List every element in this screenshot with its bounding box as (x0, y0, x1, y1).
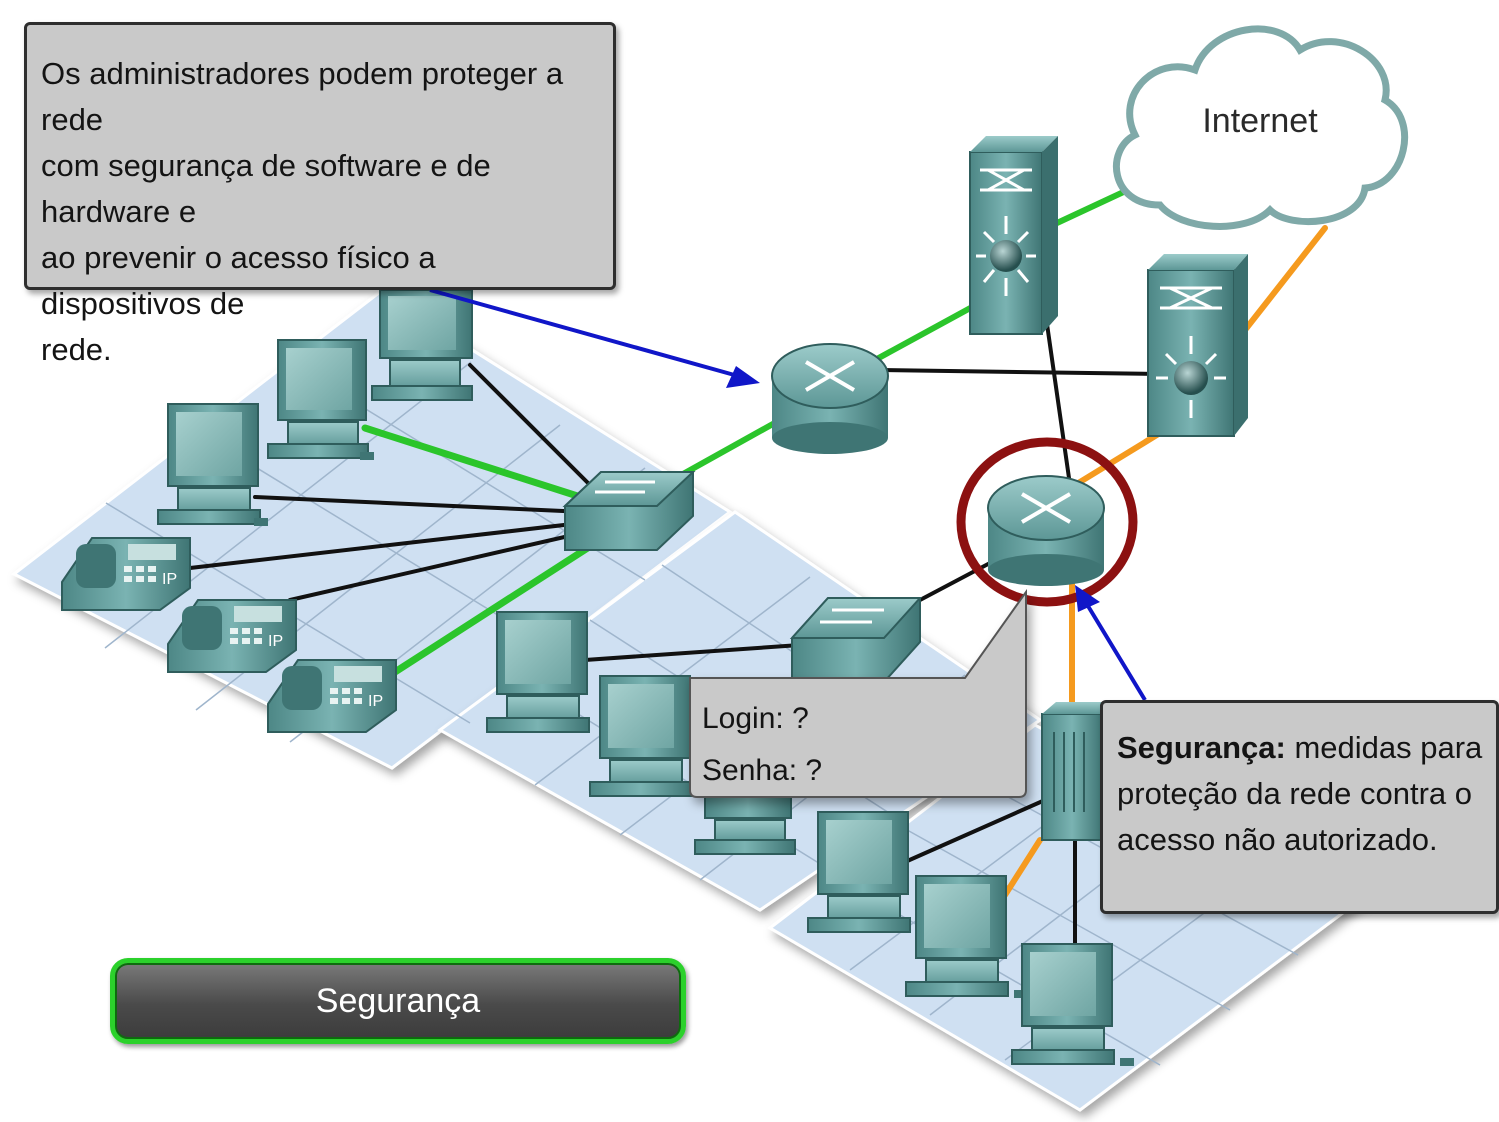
pc-icon (807, 811, 911, 933)
pc-icon (267, 339, 374, 460)
pc-icon (157, 403, 268, 526)
ip-phone-icon: IP (267, 659, 397, 733)
link-phone2 (288, 528, 597, 602)
svg-text:IP: IP (162, 571, 177, 588)
pc-icon (371, 289, 473, 401)
link-firewall-pc (903, 798, 1047, 864)
link-router-mls2 (878, 368, 1162, 376)
link-mls-router-orange (1072, 427, 1168, 488)
pc-icon (1011, 943, 1134, 1066)
security-button[interactable]: Segurança (110, 958, 686, 1044)
security-definition-callout: Segurança: medidas para proteção da rede… (1100, 700, 1499, 914)
link-switch2-pc (583, 643, 802, 662)
link-phone1 (188, 520, 592, 570)
link-mls-router2 (1043, 308, 1072, 487)
pc-icon (486, 611, 590, 733)
svg-text:IP: IP (268, 633, 283, 650)
link-router-mls-green (872, 297, 988, 363)
password-label: Senha: ? (702, 754, 823, 787)
switch-icon (789, 597, 923, 683)
login-speech-bubble (689, 588, 1027, 798)
pc-icon (905, 875, 1028, 998)
link-pc3 (253, 495, 587, 514)
callout-line: acesso não autorizado. (1117, 822, 1438, 857)
cloud-icon (1112, 25, 1409, 230)
arrow-to-router (429, 288, 760, 388)
router-icon (771, 343, 889, 454)
callout-line: ao prevenir o acesso físico a dispositiv… (41, 240, 436, 321)
security-term: Segurança: (1117, 730, 1286, 765)
highlight-ring (956, 437, 1138, 607)
callout-line: rede. (41, 332, 112, 367)
multilayer-switch-icon (1147, 254, 1248, 437)
admin-info-callout: Os administradores podem proteger a rede… (24, 22, 616, 367)
internet-label: Internet (1202, 102, 1318, 140)
login-label: Login: ? (702, 702, 809, 735)
link-pc-switch-green (361, 424, 594, 504)
svg-text:IP: IP (368, 693, 383, 710)
login-prompt: Login: ? Senha: ? (702, 693, 822, 797)
callout-line: com segurança de software e de hardware … (41, 148, 491, 229)
arrow-to-highlighted-router (1075, 585, 1147, 702)
network-links (188, 179, 1328, 947)
router-icon (987, 475, 1105, 586)
link-pc1 (468, 363, 597, 492)
ip-phone-icon: IP (61, 537, 191, 611)
callout-line: Segurança: medidas para (1117, 725, 1486, 771)
callout-line: Os administradores podem proteger a rede (41, 56, 564, 137)
link-firewall-pc-orange (1002, 837, 1043, 898)
link-phone-switch-green (391, 536, 604, 676)
callout-text: medidas para (1285, 730, 1483, 765)
ip-phone-icon: IP (167, 599, 297, 673)
pc-icon (589, 675, 693, 797)
switch-icon (562, 471, 696, 551)
link-internet-orange (1242, 225, 1328, 333)
callout-line: proteção da rede contra o (1117, 776, 1473, 811)
multilayer-switch-icon (969, 136, 1058, 335)
